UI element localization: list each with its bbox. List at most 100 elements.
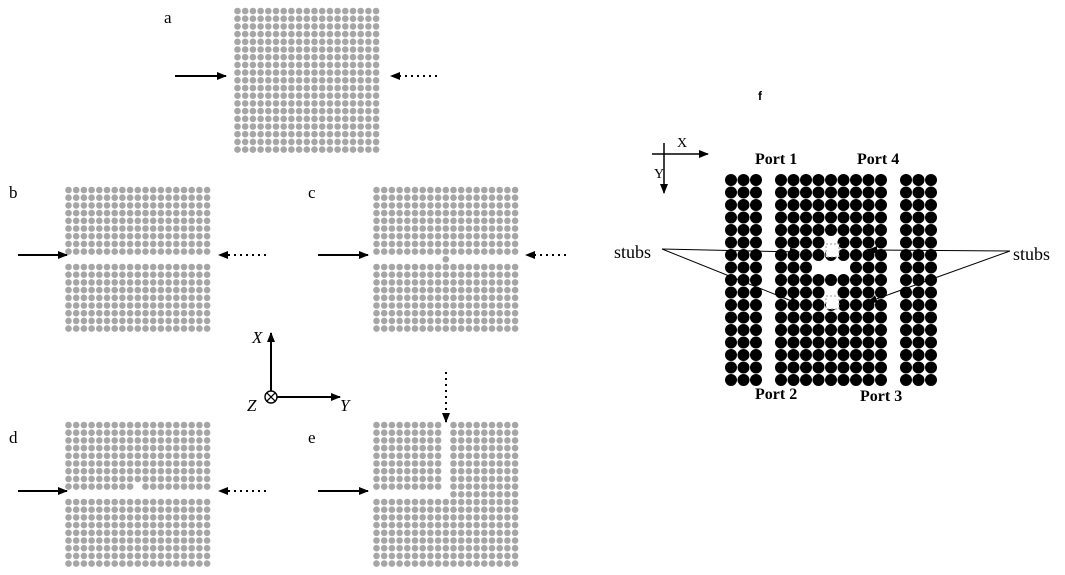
- rod: [203, 279, 211, 286]
- rod: [465, 279, 473, 286]
- rod: [812, 361, 825, 374]
- rod: [349, 61, 357, 69]
- rod: [404, 232, 411, 240]
- rod: [318, 69, 326, 76]
- rod: [404, 521, 411, 529]
- rod: [457, 271, 465, 279]
- panel-label-e: e: [308, 428, 316, 447]
- rod: [103, 521, 111, 529]
- rod: [103, 309, 111, 317]
- rod: [411, 186, 419, 194]
- rod: [737, 211, 750, 224]
- rod: [396, 325, 403, 332]
- rod: [442, 232, 450, 240]
- rod: [157, 286, 165, 294]
- rod: [173, 286, 180, 294]
- rod: [103, 271, 111, 279]
- rod: [380, 317, 388, 325]
- rod: [326, 38, 334, 46]
- rod: [65, 521, 72, 529]
- rod: [442, 240, 450, 248]
- rod: [173, 537, 180, 544]
- rod: [265, 107, 272, 115]
- rod: [265, 38, 272, 46]
- rod: [800, 261, 812, 274]
- rod: [434, 309, 442, 317]
- rod: [88, 217, 95, 225]
- rod: [165, 437, 172, 444]
- rod: [372, 138, 380, 146]
- rod: [165, 429, 172, 437]
- rod: [318, 84, 326, 92]
- rod: [157, 325, 165, 332]
- lattice-panel-e: [373, 421, 519, 567]
- rod: [196, 514, 203, 521]
- rod: [850, 249, 862, 261]
- rod: [119, 325, 126, 332]
- rod: [295, 38, 303, 46]
- rod: [737, 186, 750, 199]
- rod: [496, 444, 504, 452]
- rod: [496, 279, 504, 286]
- rod: [442, 263, 450, 271]
- stub-arrow-right-lower: [867, 250, 1011, 303]
- rod: [134, 452, 142, 460]
- rod: [488, 498, 496, 506]
- rod: [850, 261, 862, 274]
- rod: [80, 286, 88, 294]
- rod: [396, 483, 403, 490]
- rod: [862, 261, 875, 274]
- rod: [862, 199, 875, 211]
- rod: [196, 240, 203, 248]
- rod: [427, 452, 434, 460]
- rod: [96, 437, 103, 444]
- rod: [188, 271, 195, 279]
- rod: [173, 529, 180, 537]
- rod: [96, 225, 103, 232]
- rod: [188, 544, 195, 552]
- rod: [457, 202, 465, 209]
- rod: [342, 130, 349, 138]
- rod: [180, 460, 188, 467]
- rod: [442, 202, 450, 209]
- rod: [862, 174, 875, 186]
- rod: [775, 349, 787, 361]
- rod: [450, 202, 457, 209]
- rod: [157, 552, 165, 560]
- rod: [411, 263, 419, 271]
- rod: [457, 240, 465, 248]
- rod: [388, 544, 396, 552]
- rod: [288, 53, 295, 61]
- rod: [380, 186, 388, 194]
- rod: [80, 475, 88, 483]
- rod: [303, 123, 311, 130]
- rod: [465, 491, 473, 498]
- rod: [442, 552, 450, 560]
- rod: [511, 537, 519, 544]
- rod: [496, 552, 504, 560]
- rod: [188, 560, 195, 567]
- rod: [488, 279, 496, 286]
- rod: [72, 498, 80, 506]
- rod: [288, 61, 295, 69]
- rod: [180, 537, 188, 544]
- rod: [80, 560, 88, 567]
- rod: [837, 286, 850, 299]
- rod: [380, 286, 388, 294]
- rod: [65, 498, 72, 506]
- rod: [419, 225, 427, 232]
- rod: [427, 467, 434, 475]
- rod: [457, 429, 465, 437]
- rod: [511, 240, 519, 248]
- rod: [65, 544, 72, 552]
- rod: [142, 202, 149, 209]
- rod: [88, 514, 95, 521]
- rod: [419, 544, 427, 552]
- rod: [119, 483, 126, 490]
- rod: [326, 138, 334, 146]
- rod: [396, 186, 403, 194]
- rod: [800, 174, 812, 186]
- rod: [800, 324, 812, 336]
- rod: [180, 475, 188, 483]
- rod: [326, 130, 334, 138]
